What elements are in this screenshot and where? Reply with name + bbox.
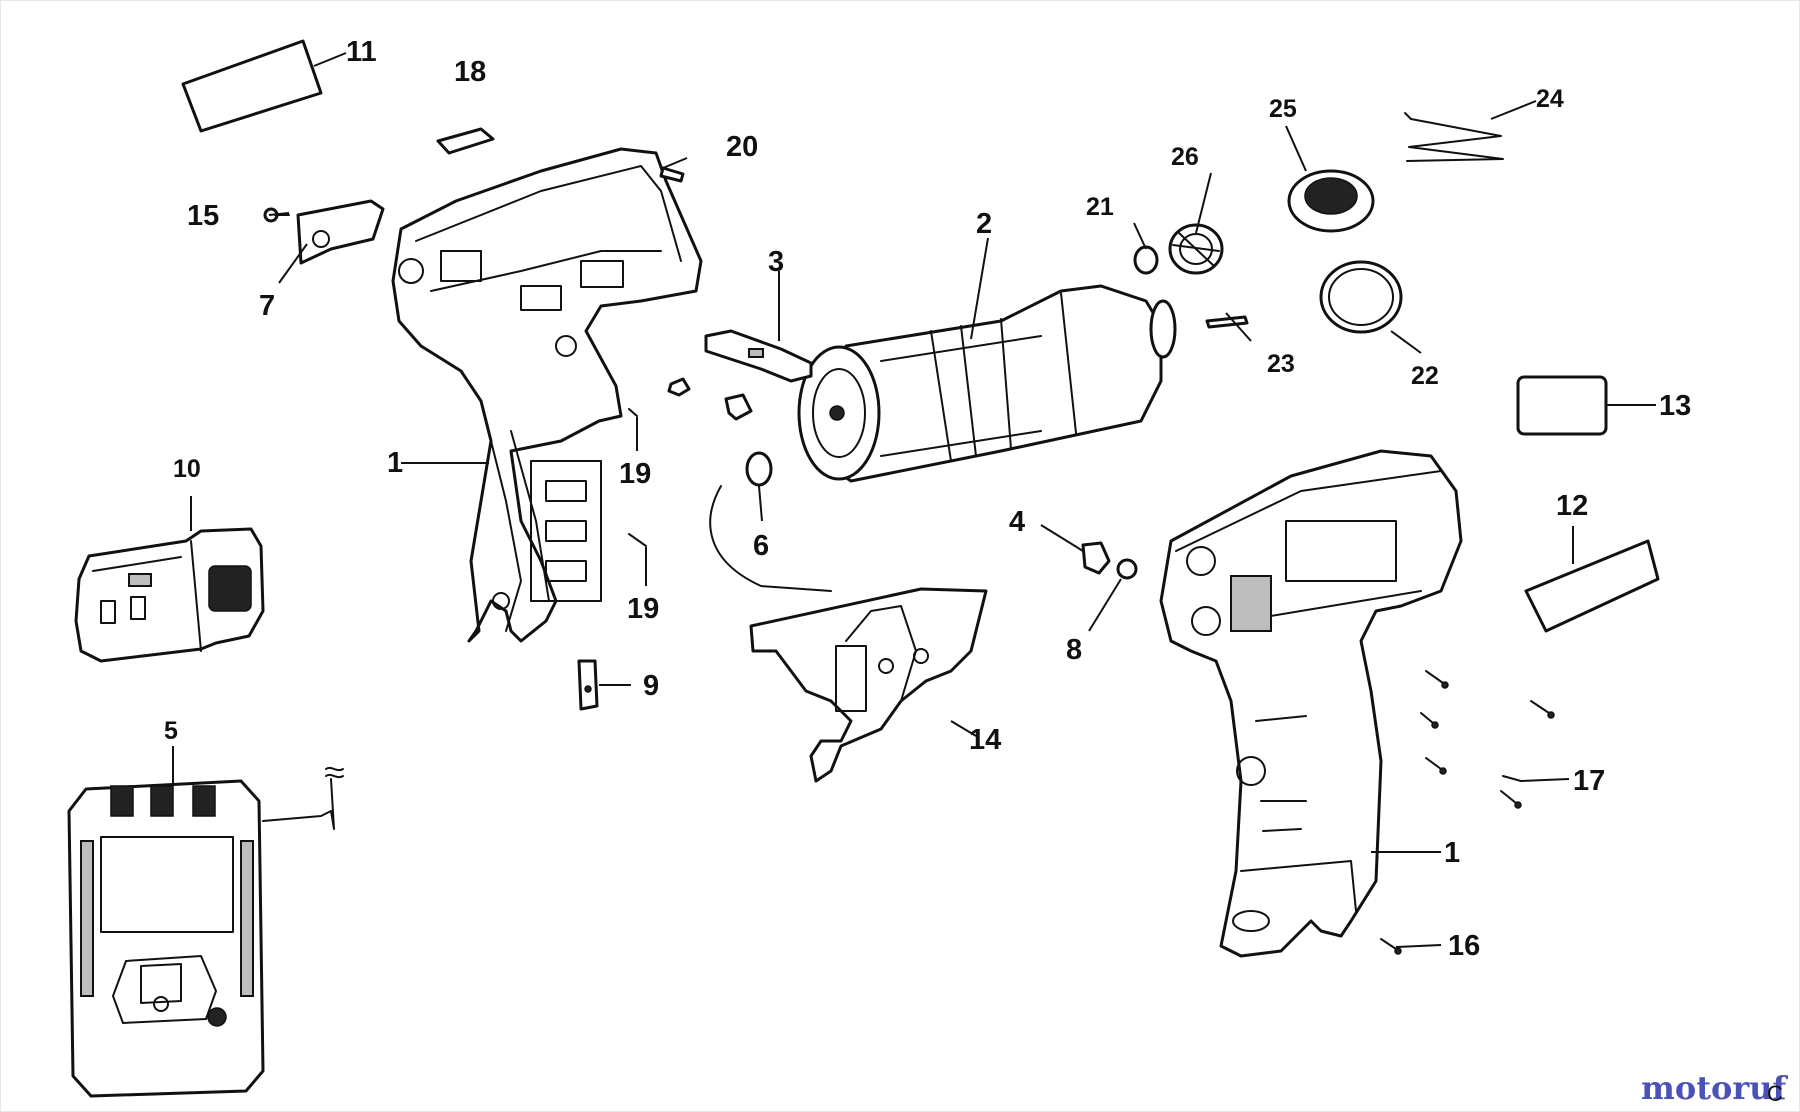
motor-gear-assembly bbox=[797, 284, 1177, 483]
clip-9 bbox=[577, 659, 599, 711]
pin-23 bbox=[1205, 315, 1249, 329]
label-part-15: 15 bbox=[187, 200, 219, 232]
spring-26 bbox=[1168, 223, 1224, 275]
label-part-14: 14 bbox=[969, 724, 1001, 756]
pad-18 bbox=[436, 127, 495, 155]
charger bbox=[67, 766, 344, 1098]
label-part-16: 16 bbox=[1448, 930, 1480, 962]
label-part-2: 2 bbox=[976, 208, 992, 240]
anvil-25 bbox=[1287, 169, 1375, 233]
label-part-22: 22 bbox=[1411, 362, 1439, 390]
label-plate-11 bbox=[181, 39, 323, 133]
watermark-text: motoruf bbox=[1641, 1069, 1788, 1107]
label-part-1-right: 1 bbox=[1444, 837, 1460, 869]
label-plate-12 bbox=[1524, 539, 1660, 633]
nut-left bbox=[667, 377, 691, 397]
right-housing-assembled bbox=[1159, 449, 1463, 958]
washer-6 bbox=[745, 451, 773, 487]
label-part-17: 17 bbox=[1573, 765, 1605, 797]
label-part-11: 11 bbox=[346, 36, 377, 68]
label-plate-13 bbox=[1516, 375, 1608, 436]
label-part-23: 23 bbox=[1267, 350, 1295, 378]
label-part-25: 25 bbox=[1269, 95, 1297, 123]
label-part-1-left: 1 bbox=[387, 447, 403, 479]
label-part-3: 3 bbox=[768, 246, 784, 278]
label-part-26: 26 bbox=[1171, 143, 1199, 171]
pin-19a bbox=[628, 408, 638, 417]
o-ring-21 bbox=[1133, 245, 1159, 275]
part-labels: 11 18 20 15 7 3 2 21 26 25 24 23 22 13 1… bbox=[164, 36, 1691, 962]
bracket-4 bbox=[1081, 541, 1111, 575]
label-part-9: 9 bbox=[643, 670, 659, 702]
label-part-24: 24 bbox=[1536, 85, 1564, 113]
pin-19b bbox=[628, 533, 647, 547]
label-part-4: 4 bbox=[1009, 506, 1025, 538]
label-part-18: 18 bbox=[454, 56, 486, 88]
switch-assembly bbox=[709, 485, 988, 783]
clip-7 bbox=[296, 199, 385, 265]
nut-8 bbox=[1116, 558, 1138, 580]
label-part-10: 10 bbox=[173, 455, 201, 483]
watermark-logo: motoruf C bbox=[1641, 1069, 1788, 1107]
label-part-5: 5 bbox=[164, 717, 178, 745]
label-part-12: 12 bbox=[1556, 490, 1588, 522]
o-ring-22 bbox=[1319, 260, 1403, 334]
label-part-13: 13 bbox=[1659, 390, 1691, 422]
battery-pack bbox=[74, 527, 265, 663]
label-part-19-lower: 19 bbox=[627, 593, 659, 625]
label-part-6: 6 bbox=[753, 530, 769, 562]
screws-17 bbox=[1420, 670, 1555, 809]
pin-20 bbox=[659, 166, 685, 183]
label-part-20: 20 bbox=[726, 131, 758, 163]
label-part-7: 7 bbox=[259, 290, 275, 322]
label-part-8: 8 bbox=[1066, 634, 1082, 666]
screw-16 bbox=[1380, 938, 1402, 955]
spring-clip-24 bbox=[1404, 112, 1504, 162]
bracket-small bbox=[724, 393, 753, 421]
label-part-19-upper: 19 bbox=[619, 458, 651, 490]
leader-lines bbox=[172, 52, 1656, 948]
cover-3 bbox=[704, 329, 813, 383]
watermark-suffix: C bbox=[1767, 1081, 1783, 1106]
label-part-21: 21 bbox=[1086, 193, 1114, 221]
left-housing-half bbox=[391, 147, 703, 643]
